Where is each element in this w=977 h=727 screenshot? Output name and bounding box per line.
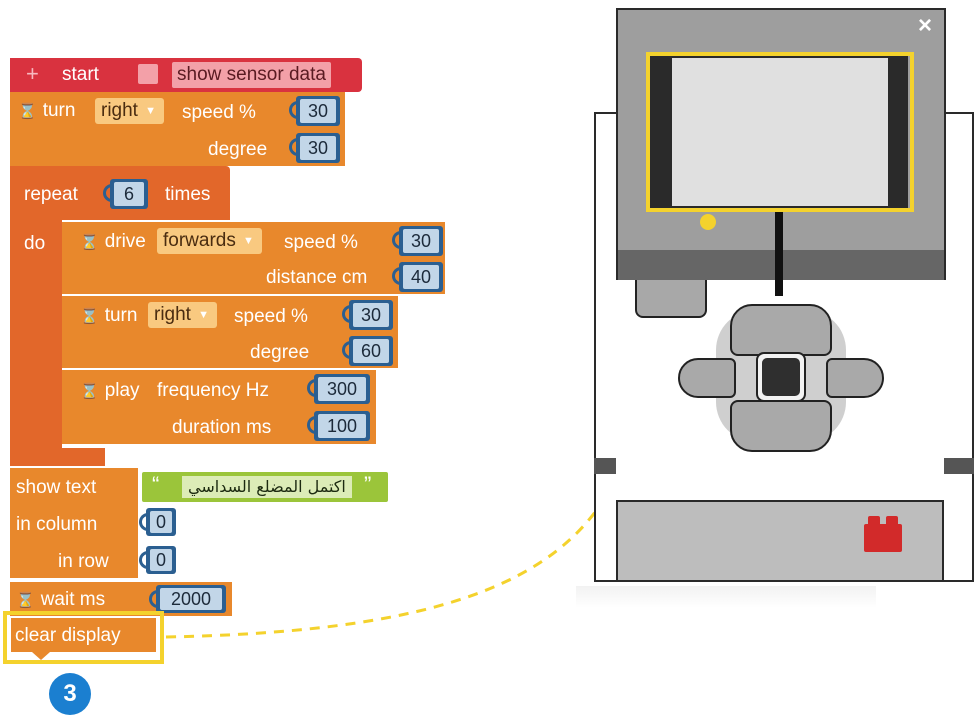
display-cable: [775, 212, 783, 296]
display-screen: [672, 58, 888, 206]
block-connector-tab: [32, 652, 50, 660]
do-label: do: [24, 233, 46, 254]
right-button[interactable]: [826, 358, 884, 398]
open-quote: “: [152, 472, 160, 497]
speed-label: speed %: [284, 232, 358, 253]
clear-display-highlight: [3, 611, 164, 664]
speed-label: speed %: [182, 102, 256, 123]
brick-side-slot-right: [944, 458, 974, 474]
hourglass-icon: ⌛: [80, 234, 99, 251]
turn-speed-input[interactable]: 30: [342, 300, 393, 330]
back-button[interactable]: [635, 280, 707, 318]
show-text-label: show text: [16, 477, 97, 498]
drive-label: drive: [104, 231, 146, 252]
turn-direction-dropdown[interactable]: right▼: [95, 98, 164, 124]
duration-label: duration ms: [172, 417, 272, 438]
plus-icon[interactable]: +: [26, 61, 39, 86]
text-string-input[interactable]: “ اكتمل المضلع السداسي ”: [142, 472, 388, 502]
repeat-count-input[interactable]: 6: [103, 179, 148, 209]
hourglass-icon: ⌛: [16, 592, 35, 609]
times-label: times: [165, 184, 211, 205]
frequency-label: frequency Hz: [157, 380, 269, 401]
wait-label: wait ms: [40, 589, 106, 610]
row-input[interactable]: 0: [139, 546, 176, 574]
hourglass-icon: ⌛: [80, 308, 99, 325]
degree-label: degree: [250, 342, 310, 363]
text-value[interactable]: اكتمل المضلع السداسي: [182, 476, 352, 498]
brick-close-icon[interactable]: ×: [918, 12, 933, 39]
turn-direction-dropdown[interactable]: right▼: [148, 302, 217, 328]
play-block[interactable]: ⌛ play frequency Hz 300 duration ms 100: [62, 370, 376, 444]
repeat-left-arm: do: [10, 220, 62, 448]
wait-block[interactable]: ⌛ wait ms 2000: [10, 582, 232, 616]
play-label: play: [104, 380, 140, 401]
button-pad: [676, 292, 886, 458]
repeat-label: repeat: [24, 184, 78, 205]
dropdown-arrow-icon: ▼: [242, 235, 254, 247]
start-block[interactable]: + start show sensor data: [10, 58, 362, 92]
drive-block[interactable]: ⌛drive forwards▼ speed % 30 distance cm …: [62, 222, 445, 294]
hourglass-icon: ⌛: [18, 103, 37, 120]
close-quote: ”: [364, 472, 372, 497]
dropdown-arrow-icon: ▼: [145, 105, 156, 117]
left-button[interactable]: [678, 358, 736, 398]
turn-block[interactable]: ⌛ turn right▼ speed % 30 degree 60: [62, 296, 398, 368]
turn-label: turn: [104, 305, 138, 326]
drive-direction-dropdown[interactable]: forwards▼: [157, 228, 262, 254]
hourglass-icon: ⌛: [80, 383, 99, 400]
degree-label: degree: [208, 139, 268, 160]
column-input[interactable]: 0: [139, 508, 176, 536]
wait-input[interactable]: 2000: [149, 585, 226, 613]
start-label: start: [62, 64, 99, 85]
clear-display-label: clear display: [15, 625, 121, 646]
drive-distance-input[interactable]: 40: [392, 262, 443, 292]
repeat-block[interactable]: repeat 6 times: [10, 166, 230, 220]
degree-input[interactable]: 30: [289, 133, 340, 163]
up-button[interactable]: [730, 304, 832, 356]
duration-input[interactable]: 100: [307, 411, 370, 441]
drive-speed-input[interactable]: 30: [392, 226, 443, 256]
connector-dot: [700, 214, 716, 230]
brick-side-slot-left: [594, 458, 616, 474]
show-text-block[interactable]: show text in column in row: [10, 468, 138, 578]
frequency-input[interactable]: 300: [307, 374, 370, 404]
turn-block[interactable]: ⌛ turn right▼ speed % 30 degree 30: [10, 92, 345, 166]
step-badge: 3: [49, 673, 91, 715]
speed-input[interactable]: 30: [289, 96, 340, 126]
display-highlight: [646, 52, 914, 212]
show-sensor-data-label: show sensor data: [172, 62, 331, 88]
lego-brick-icon: [864, 524, 902, 552]
brick-shadow: [576, 586, 876, 608]
block-program: + start show sensor data ⌛ turn right▼ sp…: [0, 0, 460, 727]
speed-label: speed %: [234, 306, 308, 327]
row-label: in row: [58, 551, 109, 572]
clear-display-block[interactable]: clear display: [11, 618, 156, 652]
dropdown-arrow-icon: ▼: [198, 309, 209, 321]
column-label: in column: [16, 514, 98, 535]
turn-label: turn: [42, 100, 76, 121]
turn-degree-input[interactable]: 60: [342, 336, 393, 366]
show-sensor-checkbox[interactable]: [138, 64, 158, 84]
down-button[interactable]: [730, 400, 832, 452]
repeat-bottom: [10, 448, 105, 466]
distance-label: distance cm: [266, 267, 368, 288]
